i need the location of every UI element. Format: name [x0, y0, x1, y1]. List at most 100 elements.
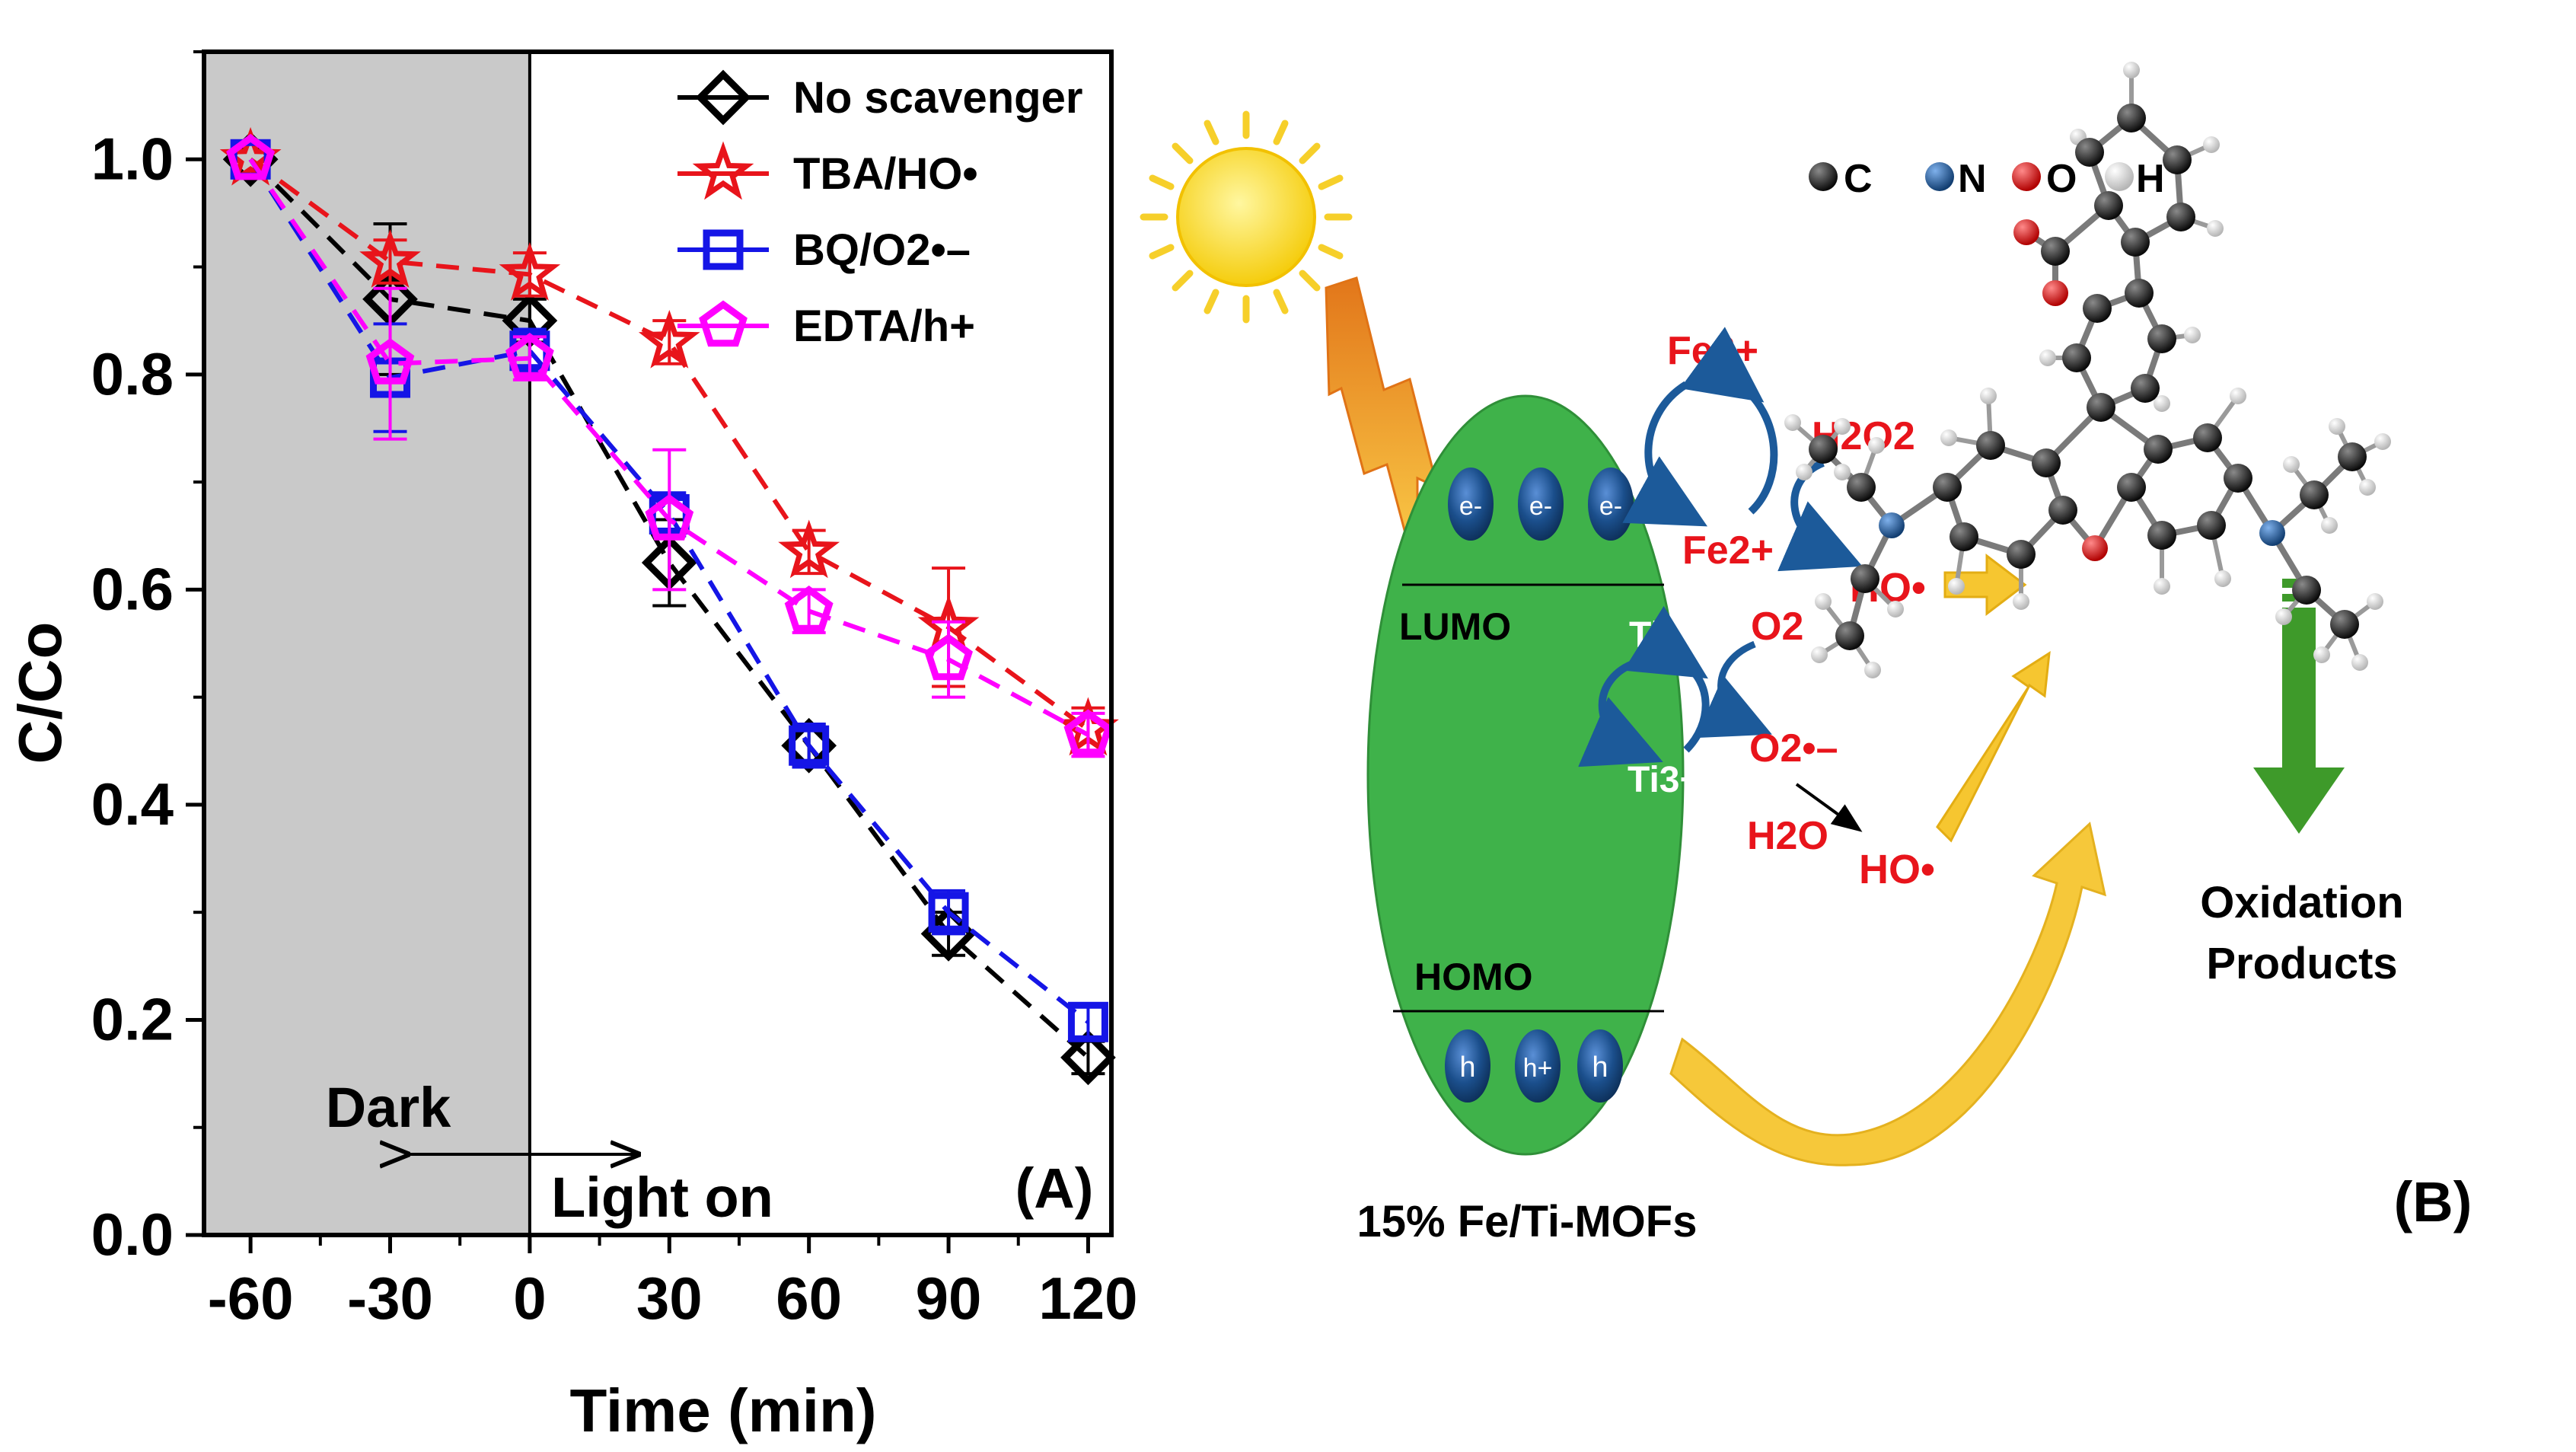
data-point: [784, 586, 834, 632]
ho-radical-label-bottom: HO•: [1859, 847, 1935, 892]
x-tick-label: -30: [347, 1265, 433, 1332]
legend-label: TBA/HO•: [793, 149, 978, 199]
carbon-atom: [2117, 473, 2146, 502]
hydrogen-atom: [2154, 395, 2170, 412]
carbon-atom: [1950, 522, 1978, 551]
panel-b-label: (B): [2394, 1170, 2472, 1233]
hydrogen-atom: [2367, 593, 2383, 610]
atom-legend-label: O: [2046, 157, 2077, 201]
superoxide-label: O2•–: [1749, 726, 1838, 771]
ti3-label: Ti3+: [1628, 760, 1701, 800]
hydrogen-atom: [2329, 418, 2345, 435]
hydrogen-atom: [2203, 136, 2220, 153]
hydrogen-atom: [1887, 601, 1904, 617]
carbon-atom: [2197, 511, 2226, 540]
hydrogen-atom: [2351, 654, 2368, 671]
carbon-atom: [2300, 480, 2329, 509]
x-tick-label: 0: [513, 1265, 546, 1332]
hydrogen-atom: [1948, 578, 1965, 595]
carbon-atom: [2147, 521, 2176, 550]
hydrogen-atom: [1940, 429, 1957, 446]
carbon-atom: [1809, 435, 1838, 464]
hydrogen-atom: [2214, 570, 2231, 587]
plot-frame: [202, 49, 1114, 1237]
data-point: [1063, 709, 1113, 756]
h2o-label: H2O: [1747, 814, 1828, 858]
homo-label: HOMO: [1414, 956, 1533, 998]
carbon-atom: [2193, 423, 2222, 452]
hydrogen-atom-swatch: [2105, 162, 2134, 191]
fe-cycle-arrow-left: [1622, 381, 1707, 527]
hydrogen-atom: [2039, 349, 2056, 366]
y-tick-label: 0.2: [91, 985, 174, 1052]
ti-cycle-arrow-right: [1623, 605, 1710, 753]
y-tick-label: 0.8: [91, 340, 174, 407]
x-tick-label: 90: [916, 1265, 982, 1332]
carbon-atom: [1851, 564, 1879, 593]
carbon-atom: [2087, 393, 2115, 422]
carbon-atom: [2117, 104, 2146, 132]
carbon-atom: [2125, 279, 2154, 308]
y-axis-title: C/Co: [6, 622, 74, 764]
hydrogen-atom: [1796, 464, 1812, 480]
hole-label: h: [1459, 1052, 1475, 1083]
oxygen-atom-swatch: [2012, 162, 2041, 191]
carbon-atom: [2224, 464, 2252, 493]
superoxide-to-ho-arrow: [1795, 783, 1863, 832]
photocatalysis-mechanism-schematic: LUMO HOMO e- e- e- h h+ h 15% Fe/Ti-MOFs…: [1140, 62, 2472, 1246]
carbon-atom: [1847, 473, 1876, 502]
electron-particle: [1518, 468, 1564, 541]
data-point: [1067, 1001, 1108, 1042]
o2-reduction-arrow: [1695, 640, 1772, 739]
data-point: [1060, 1029, 1116, 1086]
carbon-atom: [2338, 442, 2367, 471]
legend-marker: [699, 300, 748, 347]
data-point: [365, 338, 415, 385]
hydrogen-atom: [1868, 437, 1885, 454]
carbon-atom: [1976, 431, 2005, 460]
carbon-atom: [2292, 576, 2321, 605]
legend-label: EDTA/h+: [793, 302, 975, 351]
hydrogen-atom: [1864, 662, 1881, 678]
atom-legend: C N O H: [1809, 157, 2165, 201]
hydrogen-atom: [2283, 456, 2300, 473]
x-tick-label: -60: [208, 1265, 294, 1332]
hydrogen-atom: [2230, 388, 2246, 404]
data-point: [645, 493, 694, 541]
carbon-atom: [2041, 237, 2070, 266]
hole-label: h+: [1523, 1054, 1553, 1083]
data-point: [226, 133, 276, 180]
carbon-atom: [2094, 191, 2123, 220]
fe2-label: Fe2+: [1682, 528, 1774, 573]
nitrogen-atom-swatch: [1925, 162, 1954, 191]
hole-particle: [1445, 1029, 1490, 1103]
carbon-atom: [2007, 540, 2036, 569]
x-tick-label: 60: [776, 1265, 842, 1332]
holes-to-dye-curved-arrow: [1669, 822, 2107, 1166]
hydrogen-atom: [2374, 433, 2391, 450]
hydrogen-atom: [1811, 646, 1828, 663]
y-tick-label: 0.0: [91, 1201, 174, 1268]
legend-marker: [695, 69, 751, 126]
data-point: [505, 333, 554, 379]
hydrogen-atom: [2207, 220, 2224, 237]
data-point: [789, 725, 830, 766]
electron-particle: [1448, 468, 1494, 541]
carbon-atom: [2166, 203, 2195, 231]
atom-legend-label: C: [1844, 157, 1873, 201]
products-label-line2: Products: [2206, 939, 2397, 988]
series-layer: [219, 126, 1119, 1086]
carbon-atom: [1835, 621, 1864, 650]
lumo-label: LUMO: [1399, 605, 1511, 648]
electron-group: e- e- e-: [1448, 468, 1634, 541]
products-label-line1: Oxidation: [2200, 878, 2403, 927]
degradation-arrow: [2253, 579, 2345, 834]
y-tick-label: 0.4: [91, 771, 174, 838]
hydrogen-atom: [2359, 479, 2376, 496]
hydrogen-atom: [2313, 646, 2330, 663]
hydrogen-atom: [1815, 593, 1832, 610]
hole-particle: [1577, 1029, 1623, 1103]
ho-to-dye-arrow: [1943, 553, 2027, 617]
panel-a-label: (A): [1015, 1157, 1094, 1220]
